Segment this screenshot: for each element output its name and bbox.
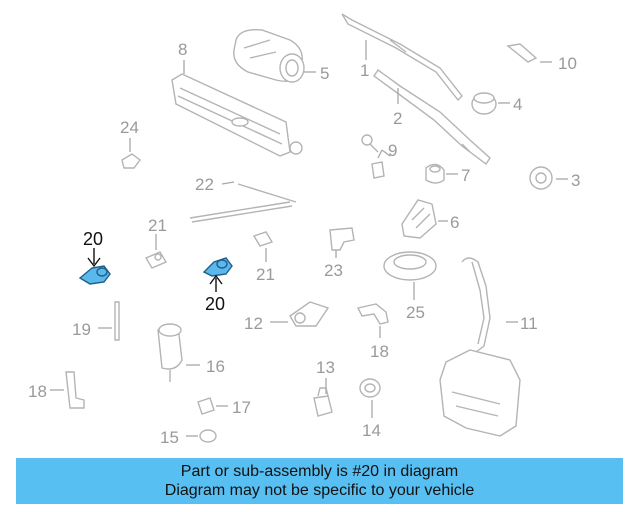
cap-part-4 — [471, 92, 497, 115]
callout-1: 1 — [360, 61, 369, 80]
callout-18-left: 18 — [28, 382, 47, 401]
nut-part-3 — [529, 166, 553, 190]
rod-part-22 — [189, 183, 297, 223]
gasket-part-12 — [289, 301, 330, 327]
rod-part-19 — [114, 301, 120, 341]
callout-16: 16 — [206, 357, 225, 376]
grommet-part-7 — [425, 163, 445, 184]
callout-17: 17 — [232, 398, 251, 417]
callout-20-right: 20 — [205, 294, 225, 314]
connector-part-21-left — [144, 251, 168, 269]
callout-20-left: 20 — [83, 229, 103, 249]
clip-part-24 — [121, 153, 141, 169]
callout-13: 13 — [316, 358, 335, 377]
washer-nozzle-part-20-left — [78, 265, 111, 285]
elbow-part-18-center — [356, 303, 389, 325]
cap-part-25 — [383, 251, 437, 281]
callout-3: 3 — [571, 171, 580, 190]
bracket-part-10 — [506, 43, 538, 63]
callout-24: 24 — [120, 118, 139, 137]
callout-11: 11 — [520, 314, 538, 333]
washer-reservoir-part — [439, 257, 521, 437]
bolt-part-9 — [361, 134, 385, 179]
wiper-linkage-part — [171, 73, 303, 157]
sensor-part-13 — [313, 387, 333, 417]
callout-6: 6 — [450, 213, 459, 232]
callout-7: 7 — [461, 166, 470, 185]
wiper-blade-part — [341, 13, 463, 102]
callout-10: 10 — [558, 54, 577, 73]
hose-fitting-part-23 — [329, 227, 355, 251]
banner-line-1: Part or sub-assembly is #20 in diagram — [180, 463, 459, 480]
callout-2: 2 — [393, 109, 402, 128]
leader-lines — [50, 40, 568, 437]
bracket-part-6 — [401, 199, 437, 239]
callout-19: 19 — [72, 320, 91, 339]
callout-9: 9 — [388, 141, 397, 160]
callout-5: 5 — [320, 64, 329, 83]
callout-22: 22 — [195, 175, 214, 194]
grommet-part-14 — [359, 378, 381, 398]
elbow-part-18-left — [65, 371, 85, 409]
grommet-part-15 — [199, 429, 217, 443]
callout-18-center: 18 — [370, 342, 389, 361]
info-banner: Part or sub-assembly is #20 in diagram D… — [16, 458, 623, 504]
wiper-arm-part — [373, 69, 491, 166]
callout-23: 23 — [324, 261, 343, 280]
washer-pump-part — [157, 323, 183, 382]
callout-25: 25 — [406, 303, 425, 322]
callout-14: 14 — [362, 421, 381, 440]
callout-21-left: 21 — [148, 216, 167, 235]
highlight-leader-lines — [87, 248, 223, 292]
grommet-part-17 — [197, 397, 215, 415]
callout-8: 8 — [178, 40, 187, 59]
wiper-motor-part — [233, 29, 305, 83]
callout-12: 12 — [244, 314, 263, 333]
banner-line-2: Diagram may not be specific to your vehi… — [164, 482, 475, 499]
callout-21-right: 21 — [256, 265, 275, 284]
connector-part-21-right — [252, 231, 274, 247]
callout-15: 15 — [160, 428, 179, 447]
washer-nozzle-part-20-right — [202, 257, 233, 277]
callout-4: 4 — [513, 95, 522, 114]
